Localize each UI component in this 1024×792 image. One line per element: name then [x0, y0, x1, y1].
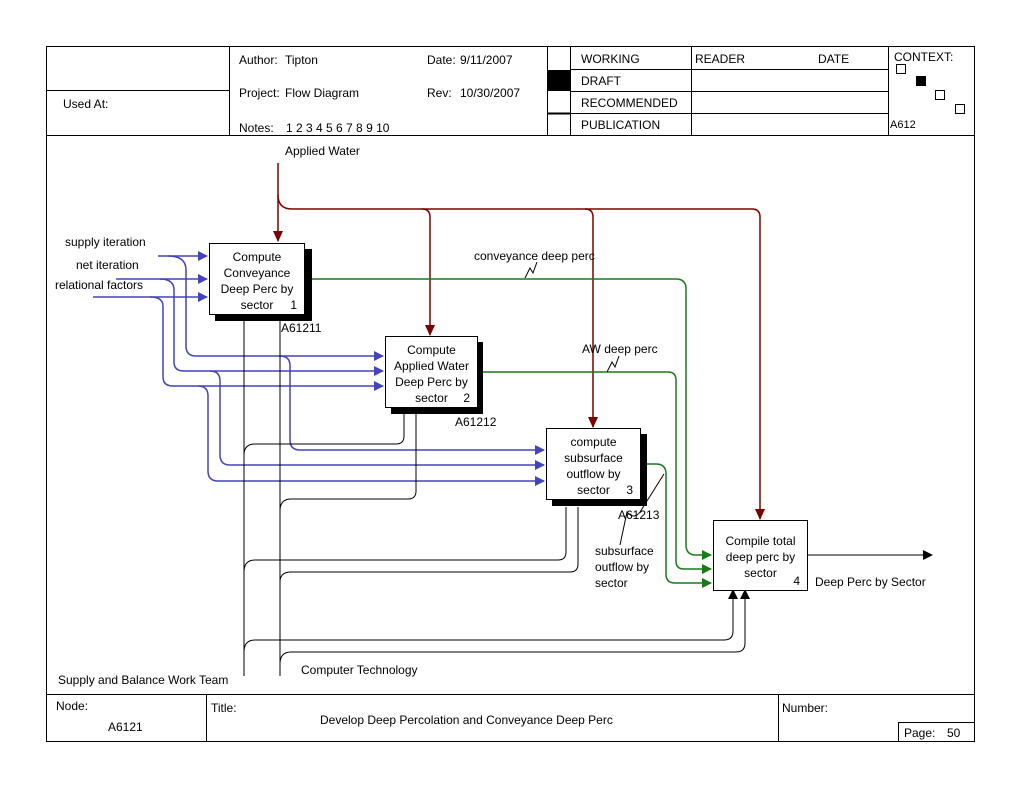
activity-1-line: sector	[240, 298, 274, 312]
output-label: Deep Perc by Sector	[815, 575, 926, 589]
activity-3-ref: A61213	[618, 508, 660, 522]
status-recommended: RECOMMENDED	[581, 96, 678, 110]
context-node: A612	[890, 119, 916, 131]
author-label: Author:	[239, 53, 278, 67]
activity-3-line: compute	[570, 435, 617, 449]
activity-3-line: sector	[577, 483, 610, 497]
rev-label: Rev:	[427, 86, 452, 100]
activity-2-number: 2	[463, 391, 470, 405]
reader-label: READER	[695, 52, 746, 66]
activity-1-ref: A61211	[281, 321, 322, 335]
context-box	[955, 104, 965, 114]
date-label: Date:	[427, 53, 456, 67]
activity-4-line: Compile total	[725, 534, 796, 548]
activity-2-line: Applied Water	[394, 359, 469, 373]
flow-label-subsurface: subsurface outflow by sector	[595, 543, 654, 591]
node-label: Node:	[56, 699, 89, 713]
flow-arrows	[304, 278, 712, 588]
status-working: WORKING	[581, 52, 640, 66]
flow-label-line: sector	[595, 576, 628, 590]
activity-4-number: 4	[793, 574, 800, 588]
page-number: 50	[947, 726, 961, 740]
page-label: Page:	[904, 726, 936, 740]
mechanism-label-technology: Computer Technology	[301, 663, 418, 677]
diagram-title: Develop Deep Percolation and Conveyance …	[320, 713, 613, 727]
notes-value: 1 2 3 4 5 6 7 8 9 10	[286, 121, 390, 135]
author-value: Tipton	[285, 53, 318, 67]
context-label: CONTEXT:	[894, 50, 954, 64]
activity-3-line: outflow by	[566, 467, 621, 481]
activity-4-line: sector	[744, 566, 777, 580]
project-value: Flow Diagram	[285, 86, 360, 100]
activity-2-line: Compute	[407, 343, 456, 357]
activity-box-1[interactable]: Compute Conveyance Deep Perc by sector 1	[209, 243, 305, 315]
flow-label-line: outflow by	[595, 560, 650, 574]
project-label: Project:	[239, 86, 280, 100]
used-at-label: Used At:	[63, 97, 109, 111]
title-label: Title:	[211, 701, 237, 715]
activity-1-line: Conveyance	[223, 266, 291, 280]
activity-3-number: 3	[626, 483, 633, 497]
context-box	[896, 64, 906, 74]
activity-box-4[interactable]: Compile total deep perc by sector 4	[713, 520, 808, 591]
flow-label-conveyance: conveyance deep perc	[474, 249, 595, 263]
status-draft: DRAFT	[581, 74, 621, 88]
activity-2-line: sector	[415, 391, 448, 405]
mechanism-label-team: Supply and Balance Work Team	[58, 673, 229, 687]
input-label-net-iteration: net iteration	[76, 258, 139, 272]
activity-box-3[interactable]: compute subsurface outflow by sector 3	[546, 428, 641, 500]
number-label: Number:	[782, 701, 829, 715]
callout-squiggles	[524, 261, 665, 546]
reader-date-label: DATE	[818, 52, 850, 66]
page-border	[46, 46, 975, 742]
activity-2-line: Deep Perc by	[395, 375, 468, 389]
activity-1-line: Compute	[232, 250, 282, 264]
activity-4-line: deep perc by	[725, 550, 796, 564]
control-applied-water	[273, 163, 765, 520]
activity-box-2[interactable]: Compute Applied Water Deep Perc by secto…	[385, 336, 478, 408]
control-label-applied-water: Applied Water	[285, 144, 360, 158]
input-arrows	[93, 251, 545, 486]
activity-1-number: 1	[290, 298, 297, 312]
date-value: 9/11/2007	[460, 53, 513, 67]
input-label-relational-factors: relational factors	[55, 278, 144, 292]
page-box	[898, 722, 975, 742]
activity-3-line: subsurface	[564, 451, 623, 465]
draft-status-marker	[548, 70, 570, 91]
flow-label-line: subsurface	[595, 544, 654, 558]
activity-1-line: Deep Perc by	[220, 282, 294, 296]
notes-label: Notes:	[239, 121, 274, 135]
node-value: A6121	[108, 720, 143, 734]
input-label-supply-iteration: supply iteration	[65, 235, 146, 249]
mechanism-arrows	[243, 316, 750, 676]
rev-value: 10/30/2007	[460, 86, 521, 100]
activity-2-ref: A61212	[455, 415, 497, 429]
status-publication: PUBLICATION	[581, 118, 661, 132]
context-box	[935, 90, 945, 100]
context-box-selected	[916, 76, 926, 86]
flow-label-aw: AW deep perc	[582, 342, 658, 356]
